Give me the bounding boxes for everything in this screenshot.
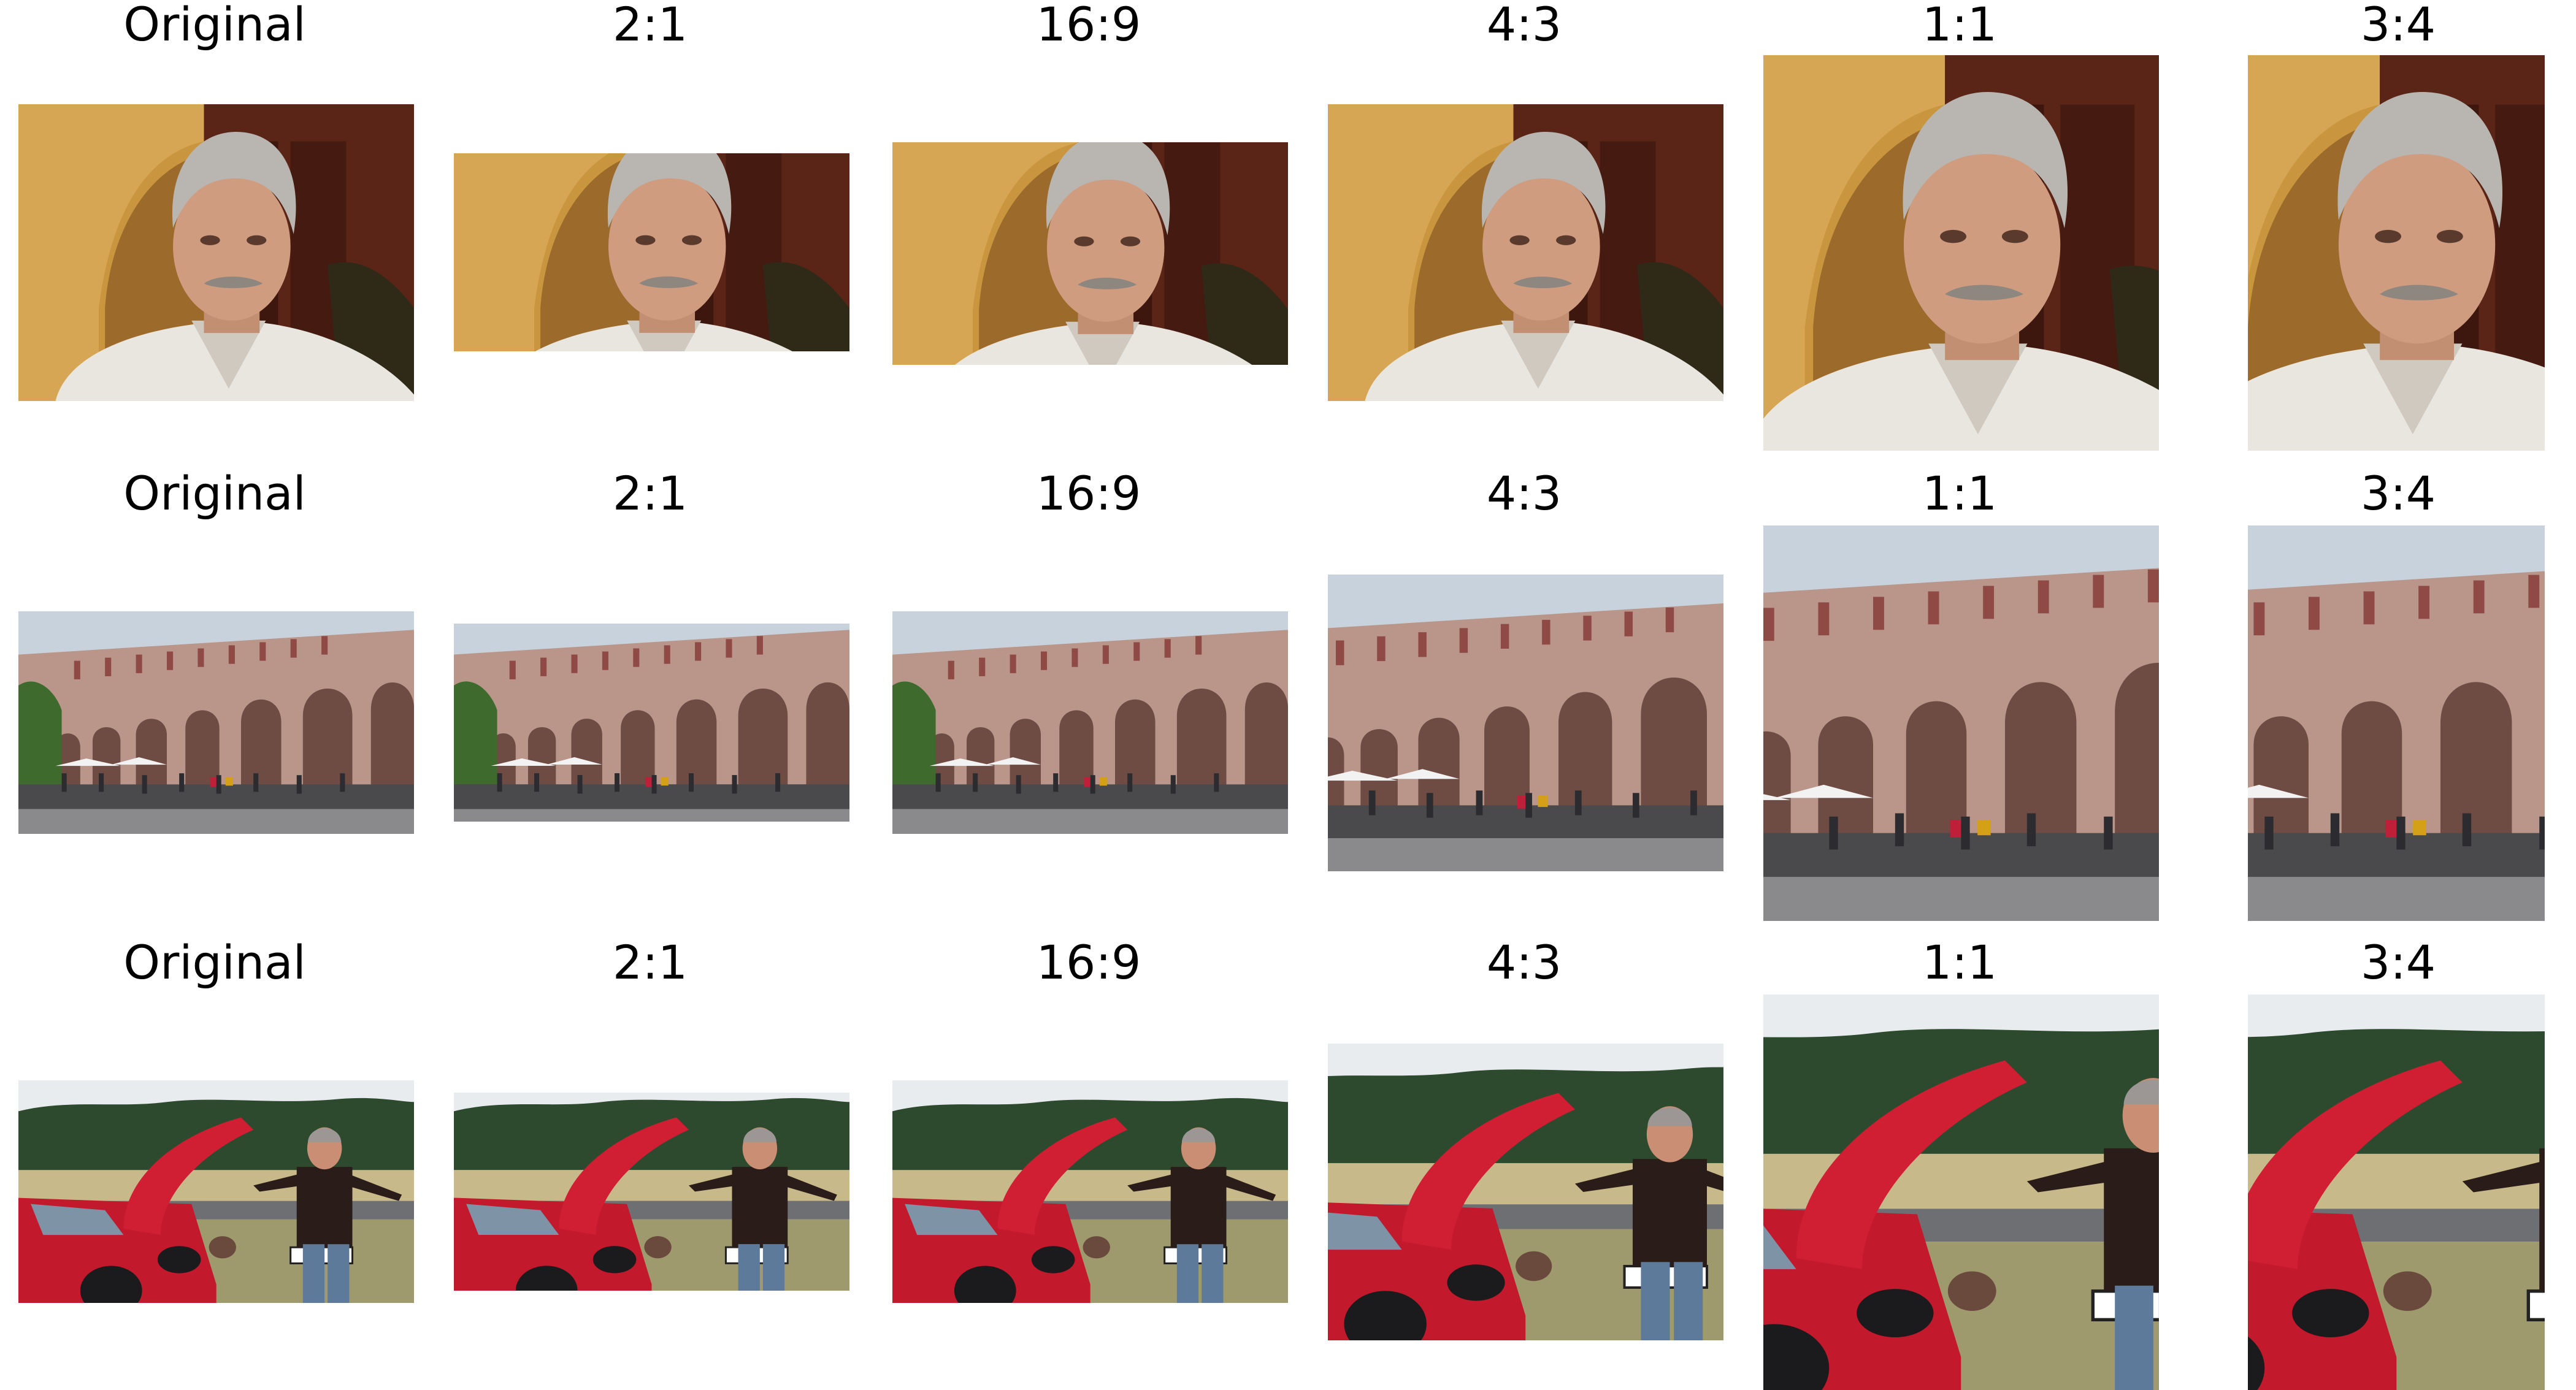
column-header-1-1: 1:1 [1763, 935, 2156, 990]
car-hood-photo [1328, 1044, 1723, 1340]
column-header-16-9: 16:9 [892, 0, 1285, 52]
crop-1-1-portrait [1763, 55, 2159, 451]
street-arcade-photo [2248, 525, 2545, 921]
street-arcade-photo [1328, 575, 1723, 871]
column-header-2-1: 2:1 [454, 466, 846, 521]
crop-16-9-car [892, 1080, 1288, 1303]
crop-4-3-portrait [1328, 104, 1723, 401]
crop-1-1-car [1763, 995, 2159, 1390]
portrait-man-photo [18, 104, 414, 401]
column-header-2-1: 2:1 [454, 935, 846, 990]
column-header-original: Original [18, 935, 411, 990]
crop-4-3-car [1328, 1044, 1723, 1340]
column-header-1-1: 1:1 [1763, 466, 2156, 521]
street-arcade-photo [18, 611, 414, 834]
crop-16-9-portrait [892, 142, 1288, 365]
column-header-4-3: 4:3 [1328, 0, 1720, 52]
crop-1-1-street [1763, 525, 2159, 921]
car-hood-photo [892, 1080, 1288, 1303]
car-hood-photo [18, 1080, 414, 1303]
street-arcade-photo [454, 624, 849, 822]
crop-2-1-portrait [454, 153, 849, 351]
portrait-man-photo [892, 142, 1288, 365]
column-header-3-4: 3:4 [2202, 935, 2576, 990]
crop-3-4-car [2248, 995, 2545, 1390]
portrait-man-photo [2248, 55, 2545, 451]
column-header-16-9: 16:9 [892, 466, 1285, 521]
portrait-man-photo [1328, 104, 1723, 401]
car-hood-photo [454, 1093, 849, 1291]
column-header-4-3: 4:3 [1328, 935, 1720, 990]
column-header-16-9: 16:9 [892, 935, 1285, 990]
street-arcade-photo [892, 611, 1288, 834]
column-header-3-4: 3:4 [2202, 466, 2576, 521]
column-header-2-1: 2:1 [454, 0, 846, 52]
column-header-3-4: 3:4 [2202, 0, 2576, 52]
column-header-1-1: 1:1 [1763, 0, 2156, 52]
crop-original-car [18, 1080, 414, 1303]
crop-2-1-street [454, 624, 849, 822]
column-header-original: Original [18, 466, 411, 521]
portrait-man-photo [1763, 55, 2159, 451]
crop-4-3-street [1328, 575, 1723, 871]
street-arcade-photo [1763, 525, 2159, 921]
crop-3-4-street [2248, 525, 2545, 921]
crop-original-street [18, 611, 414, 834]
column-header-original: Original [18, 0, 411, 52]
crop-16-9-street [892, 611, 1288, 834]
portrait-man-photo [454, 153, 849, 351]
crop-2-1-car [454, 1093, 849, 1291]
crop-original-portrait [18, 104, 414, 401]
car-hood-photo [1763, 995, 2159, 1390]
car-hood-photo [2248, 995, 2545, 1390]
column-header-4-3: 4:3 [1328, 466, 1720, 521]
crop-3-4-portrait [2248, 55, 2545, 451]
